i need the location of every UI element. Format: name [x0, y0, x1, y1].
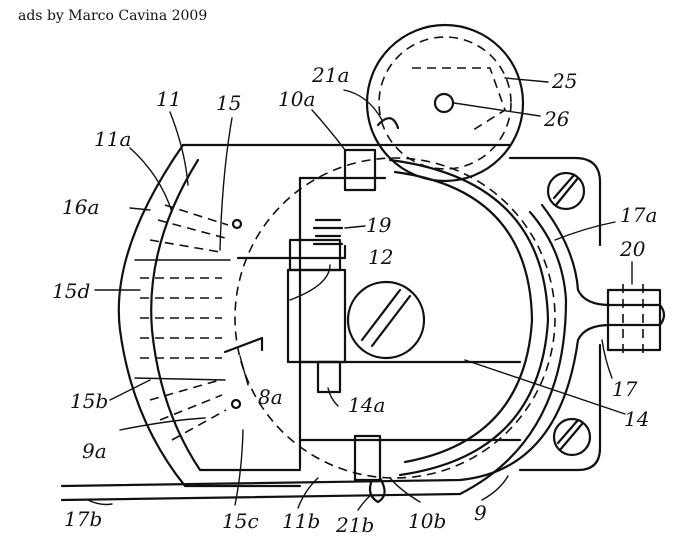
- label-11a: 11a: [94, 127, 131, 151]
- label-10b: 10b: [408, 509, 446, 533]
- label-15: 15: [216, 91, 241, 115]
- label-25: 25: [551, 69, 577, 93]
- leader-lines: [87, 77, 633, 511]
- scale-15: [134, 204, 264, 441]
- spring-17: [60, 203, 666, 502]
- label-19: 19: [366, 213, 392, 237]
- label-8a: 8a: [258, 385, 283, 409]
- label-17b: 17b: [64, 507, 102, 531]
- label-17a: 17a: [620, 203, 657, 227]
- screw-12: [346, 280, 426, 360]
- label-10a: 10a: [278, 87, 315, 111]
- label-14: 14: [624, 407, 649, 431]
- label-14a: 14a: [348, 393, 385, 417]
- label-26: 26: [543, 107, 570, 131]
- spring-19: [236, 218, 347, 260]
- disc-14: [234, 157, 556, 479]
- label-9: 9: [474, 501, 487, 525]
- housing-16a: [117, 143, 602, 488]
- label-15d: 15d: [52, 279, 90, 303]
- credit-text: ads by Marco Cavina 2009: [18, 8, 208, 24]
- label-11b: 11b: [282, 509, 320, 533]
- label-15c: 15c: [222, 509, 259, 533]
- label-20: 20: [619, 237, 646, 261]
- label-21a: 21a: [311, 63, 349, 87]
- roller-25: [365, 23, 525, 183]
- label-12: 12: [368, 245, 393, 269]
- label-16a: 16a: [62, 195, 99, 219]
- part-labels: 11 11a 15 10a 21a 25 26 16a 19 12 17a 20…: [52, 63, 657, 537]
- label-21b: 21b: [335, 513, 374, 537]
- pins: [316, 117, 400, 504]
- label-17: 17: [612, 377, 638, 401]
- label-15b: 15b: [70, 389, 108, 413]
- label-11: 11: [156, 87, 181, 111]
- label-9a: 9a: [82, 439, 107, 463]
